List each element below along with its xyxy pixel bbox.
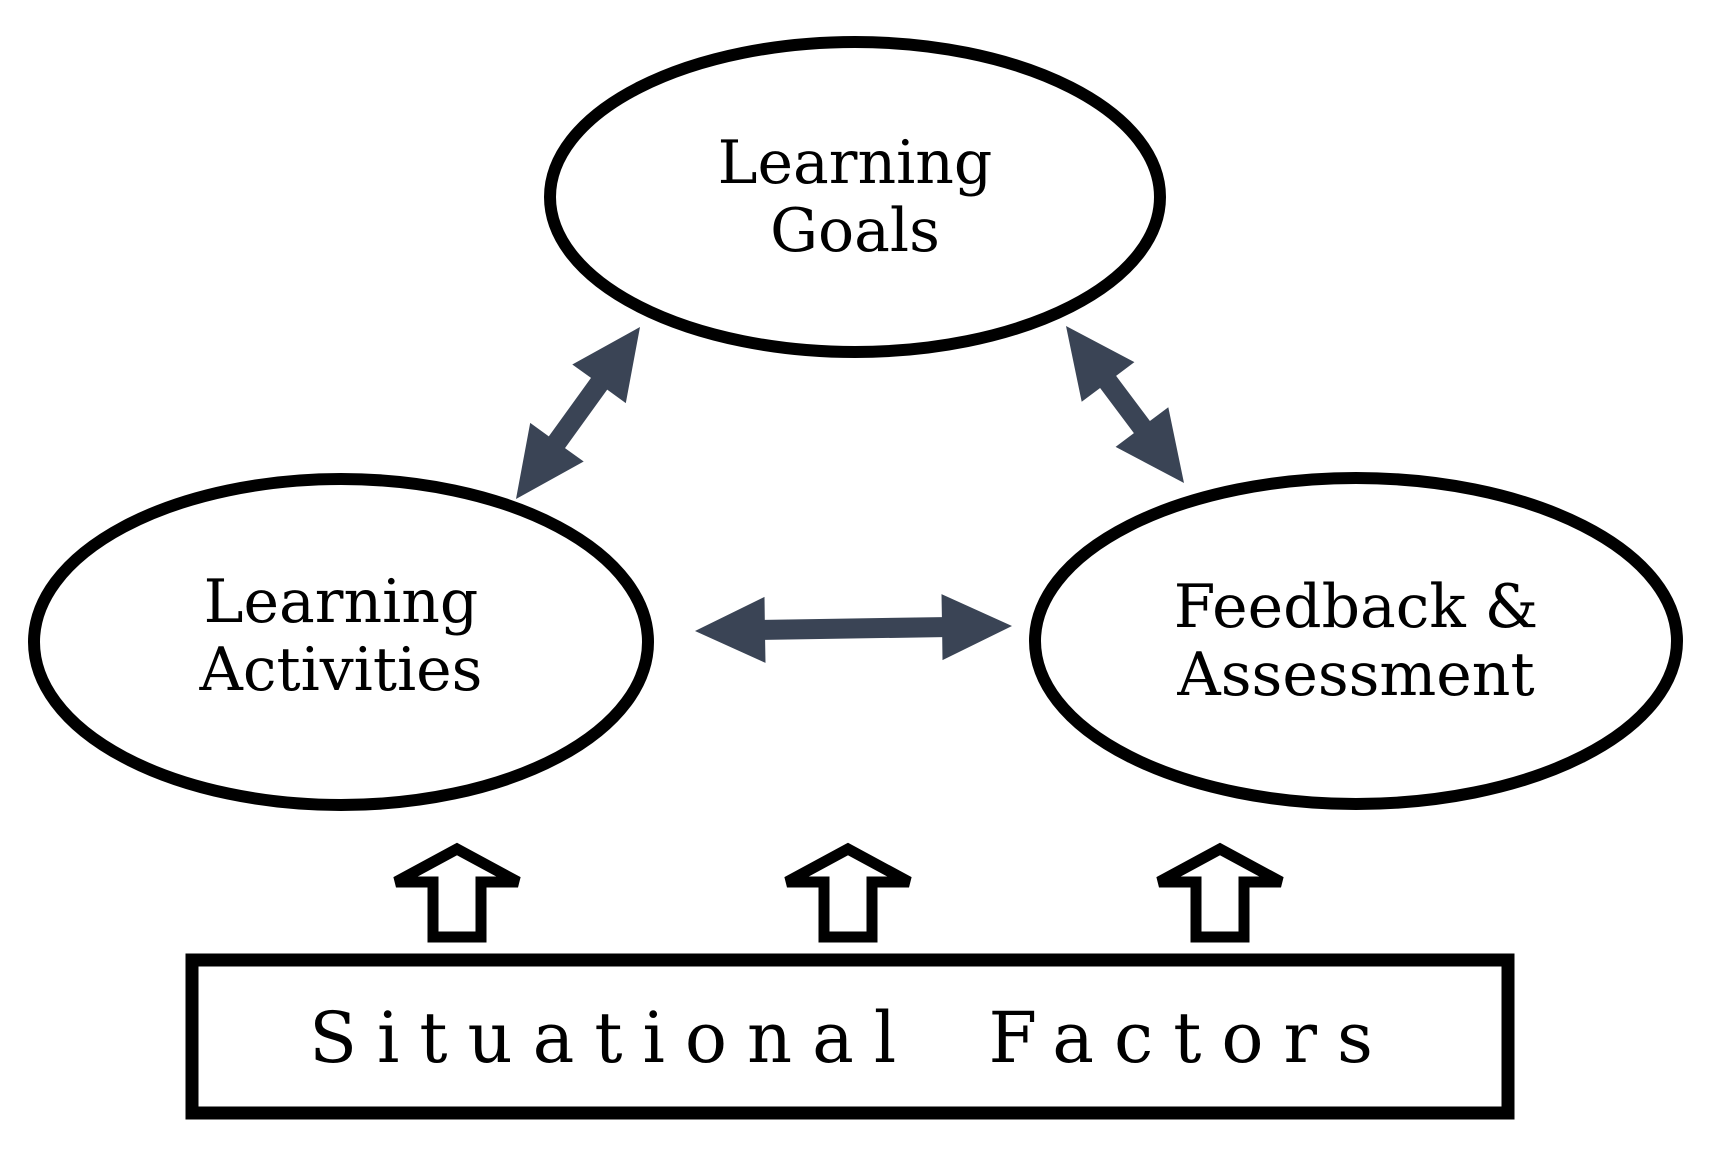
situational-factors-box [185,953,1515,1120]
label-learning-activities: Learning Activities [199,567,483,705]
label-learning-activities-line2: Activities [199,635,483,705]
label-feedback-assessment-line2: Assessment [1176,640,1534,710]
up-block-arrow-middle-icon [784,842,912,943]
label-learning-goals-line2: Goals [770,196,940,266]
double-arrow-goals-feedback-icon [1066,326,1184,483]
double-arrow-goals-activities-icon [516,327,640,499]
label-learning-goals: Learning Goals [718,128,993,266]
up-block-arrow-left-icon [393,842,521,943]
ellipse-learning-activities [28,473,654,811]
double-arrow-activities-feedback-icon [695,594,1012,663]
ellipse-feedback-assessment [1029,472,1683,810]
up-block-arrow-right-icon [1156,842,1284,943]
ellipse-learning-goals [544,36,1166,358]
label-feedback-assessment-line1: Feedback & [1174,572,1538,642]
situational-factors-label: Situational Factors [309,997,1393,1079]
label-learning-goals-line1: Learning [718,128,993,198]
label-feedback-assessment: Feedback & Assessment [1174,572,1538,710]
label-learning-activities-line1: Learning [204,567,479,637]
